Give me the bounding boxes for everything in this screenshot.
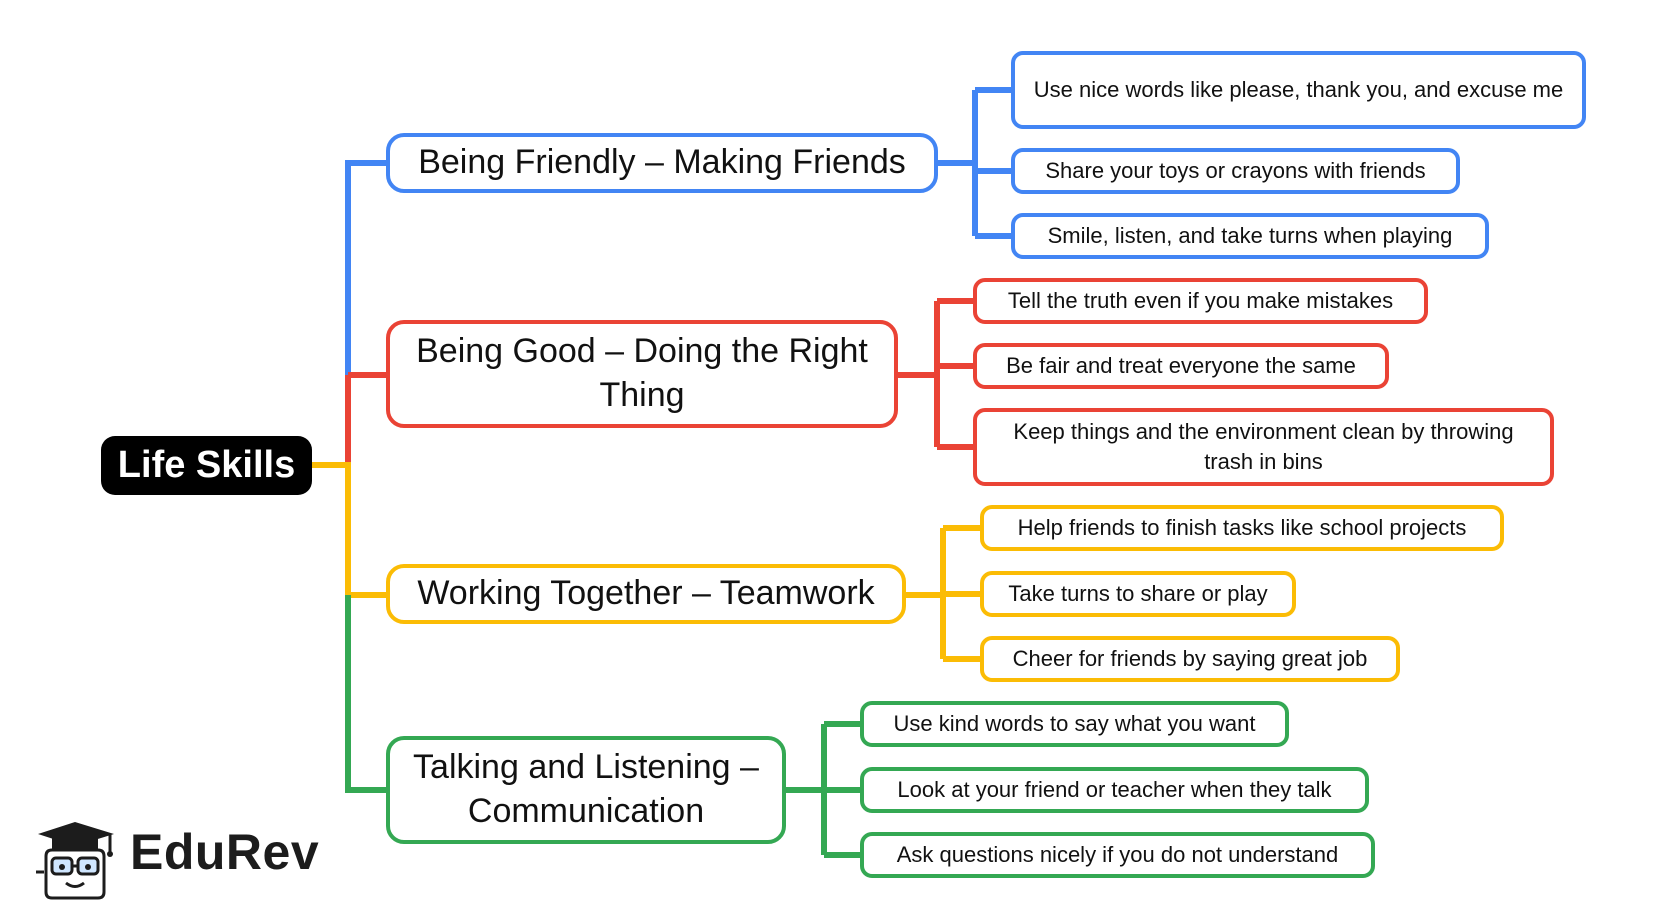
leaf-node: Cheer for friends by saying great job <box>980 636 1400 682</box>
leaf-label: Look at your friend or teacher when they… <box>897 777 1332 803</box>
branch-label: Being Good – Doing the Right Thing <box>416 332 868 414</box>
leaf-label: Share your toys or crayons with friends <box>1045 158 1426 184</box>
logo-text: EduRev <box>130 824 320 880</box>
leaf-label: Tell the truth even if you make mistakes <box>1007 288 1394 314</box>
leaf-node: Tell the truth even if you make mistakes <box>973 278 1428 324</box>
connector-root-yellow <box>312 462 388 598</box>
leaf-node: Use nice words like please, thank you, a… <box>1011 51 1586 129</box>
connector-red-leaves <box>898 298 975 450</box>
branch-node-good: Being Good – Doing the Right Thing <box>386 320 898 428</box>
leaf-node: Use kind words to say what you want <box>860 701 1289 747</box>
leaf-node: Help friends to finish tasks like school… <box>980 505 1504 551</box>
branch-node-friendly: Being Friendly – Making Friends <box>386 133 938 193</box>
root-label: Life Skills <box>117 444 296 486</box>
connector-yellow-leaves <box>906 525 982 662</box>
branch-label: Working Together – Teamwork <box>417 574 875 613</box>
connector-blue-leaves <box>938 87 1013 239</box>
leaf-node: Share your toys or crayons with friends <box>1011 148 1460 194</box>
leaf-label: Use nice words like please, thank you, a… <box>1033 77 1564 103</box>
branch-label: Talking and Listening – Communication <box>413 748 759 830</box>
leaf-label: Be fair and treat everyone the same <box>1006 353 1356 379</box>
leaf-node: Be fair and treat everyone the same <box>973 343 1389 389</box>
leaf-node: Smile, listen, and take turns when playi… <box>1011 213 1489 259</box>
connector-green-leaves <box>786 721 862 858</box>
branch-node-communication: Talking and Listening – Communication <box>386 736 786 844</box>
leaf-node: Keep things and the environment clean by… <box>973 408 1554 486</box>
edurev-logo: EduRev <box>14 800 344 915</box>
connector-root-green <box>345 595 388 793</box>
leaf-label: Take turns to share or play <box>1008 581 1268 607</box>
leaf-label: Smile, listen, and take turns when playi… <box>1047 223 1453 249</box>
leaf-node: Ask questions nicely if you do not under… <box>860 832 1375 878</box>
leaf-label: Use kind words to say what you want <box>893 711 1256 737</box>
leaf-label: Ask questions nicely if you do not under… <box>896 842 1339 868</box>
graduation-cap-mascot-icon <box>36 822 114 900</box>
connector-root-blue <box>345 160 388 465</box>
leaf-node: Take turns to share or play <box>980 571 1296 617</box>
leaf-label: Help friends to finish tasks like school… <box>1017 515 1467 541</box>
branch-node-teamwork: Working Together – Teamwork <box>386 564 906 624</box>
leaf-label: Keep things and the environment clean by… <box>1013 419 1514 474</box>
leaf-node: Look at your friend or teacher when they… <box>860 767 1369 813</box>
root-node: Life Skills <box>101 436 312 495</box>
branch-label: Being Friendly – Making Friends <box>418 143 906 182</box>
leaf-label: Cheer for friends by saying great job <box>1012 646 1368 672</box>
